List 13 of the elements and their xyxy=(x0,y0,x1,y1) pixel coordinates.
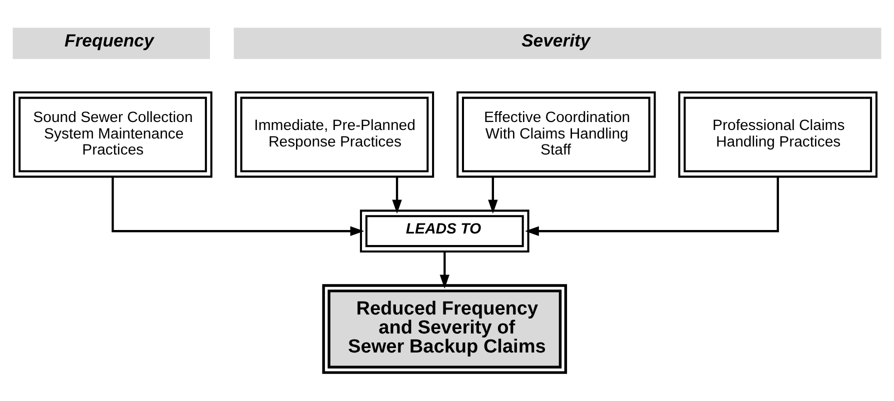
node-box: Sound Sewer Collection System Maintenance Practices xyxy=(13,91,212,178)
node-box: Professional Claims Handling Practices xyxy=(678,91,878,178)
arrow xyxy=(440,252,450,289)
node-box: Severity xyxy=(234,28,882,60)
arrow xyxy=(112,177,364,236)
node-box: LEADS TO xyxy=(360,210,530,253)
node-box: Immediate, Pre-Planned Response Practices xyxy=(234,91,434,178)
arrow xyxy=(392,177,402,214)
arrow xyxy=(525,177,779,236)
node-box: Reduced Frequency and Severity of Sewer Backup Claims xyxy=(322,284,568,374)
node-box: Effective Coordination With Claims Handling Staff xyxy=(456,91,656,178)
node-box: Frequency xyxy=(12,28,210,60)
arrow xyxy=(488,177,498,214)
